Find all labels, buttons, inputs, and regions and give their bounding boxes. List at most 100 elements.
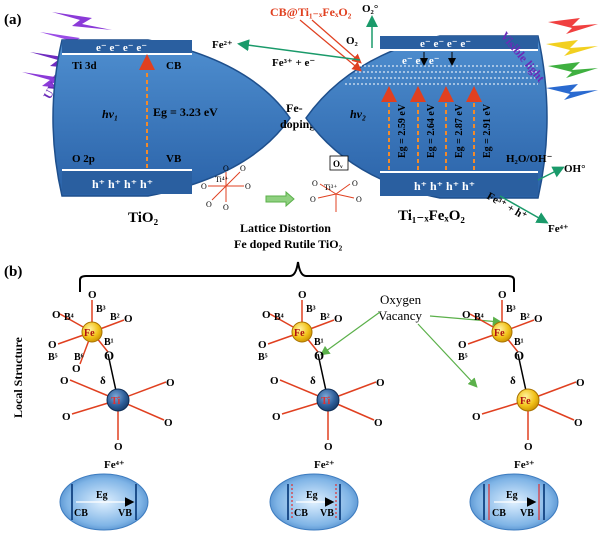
structure-brace bbox=[79, 261, 515, 292]
oxygen-vacancy-label-1: Oxygen bbox=[380, 292, 422, 307]
doped-electrons-mid: e⁻ e⁻ e⁻ bbox=[402, 55, 440, 67]
svg-text:B³: B³ bbox=[96, 304, 106, 315]
cell-fe2: Fe Ti O B³ O B⁴ O B² O B⁵ B¹ O δ O O O O… bbox=[258, 289, 385, 453]
svg-text:B⁶: B⁶ bbox=[74, 352, 84, 363]
tio2-bandgap-label: Eg = 3.23 eV bbox=[153, 105, 218, 119]
svg-text:O: O bbox=[574, 417, 583, 429]
svg-text:Eg: Eg bbox=[306, 490, 318, 501]
svg-text:B¹: B¹ bbox=[514, 337, 524, 348]
svg-text:Fe: Fe bbox=[84, 328, 95, 339]
svg-text:O: O bbox=[223, 164, 229, 173]
vacancy-pointer-1 bbox=[320, 311, 381, 356]
ti3-label: Ti³⁺ bbox=[324, 183, 337, 192]
svg-text:δ: δ bbox=[100, 375, 106, 387]
svg-text:O: O bbox=[458, 339, 467, 351]
svg-text:Ti: Ti bbox=[321, 396, 330, 407]
fe-doped-rutile-label: Fe doped Rutile TiO₂ bbox=[234, 237, 343, 251]
gap-2-label: Eg = 2.64 eV bbox=[426, 103, 437, 158]
svg-text:O: O bbox=[514, 348, 524, 363]
tio2-vb-band bbox=[62, 170, 192, 194]
band-oval-2: Eg CB VB bbox=[269, 473, 359, 531]
svg-text:Fe: Fe bbox=[520, 396, 531, 407]
fe2-label: Fe²⁺ bbox=[212, 39, 233, 51]
tio2-o2p-label: O 2p bbox=[72, 153, 95, 165]
ov-box bbox=[329, 155, 349, 171]
panel-a-label: (a) bbox=[4, 12, 22, 28]
svg-text:O: O bbox=[206, 200, 212, 209]
svg-text:O: O bbox=[498, 289, 507, 301]
doped-hv-label: hν₂ bbox=[350, 107, 366, 121]
oxygen-vacancy-label-2: Vacancy bbox=[378, 308, 423, 323]
cell-1-ion-label: Fe⁴⁺ bbox=[104, 459, 125, 471]
svg-text:O: O bbox=[472, 411, 481, 423]
cb-pointer-2 bbox=[311, 19, 362, 64]
transform-arrow-icon bbox=[265, 190, 295, 208]
svg-text:Ti: Ti bbox=[111, 396, 120, 407]
svg-text:O: O bbox=[88, 289, 97, 301]
ti3-octahedron: Ti³⁺ O O O O bbox=[310, 179, 362, 212]
svg-text:O: O bbox=[166, 377, 175, 389]
ti4-octahedron: Ti⁴⁺ O O O O O O bbox=[201, 164, 251, 212]
panel-b-label: (b) bbox=[4, 264, 22, 280]
svg-text:B⁴: B⁴ bbox=[64, 312, 74, 323]
svg-text:O: O bbox=[245, 182, 251, 191]
svg-text:B²: B² bbox=[320, 312, 330, 323]
svg-text:B⁴: B⁴ bbox=[474, 312, 484, 323]
svg-text:O: O bbox=[576, 377, 585, 389]
svg-text:B⁴: B⁴ bbox=[274, 312, 284, 323]
tio2-holes: h⁺ h⁺ h⁺ h⁺ bbox=[92, 177, 153, 191]
svg-text:Eg: Eg bbox=[96, 490, 108, 501]
svg-text:O: O bbox=[324, 441, 333, 453]
cell-fe3: Fe Fe O B³ O B⁴ O B² O B⁵ B¹ O δ O O O O bbox=[458, 289, 585, 453]
tio2-name: TiO₂ bbox=[128, 210, 159, 226]
svg-text:O: O bbox=[272, 411, 281, 423]
svg-text:O: O bbox=[48, 339, 57, 351]
svg-text:O: O bbox=[524, 441, 533, 453]
cb-doped-label: CB@Ti₁₋ₓFeₓO₂ bbox=[270, 5, 352, 19]
svg-text:O: O bbox=[310, 195, 316, 204]
svg-text:O: O bbox=[376, 377, 385, 389]
svg-text:B⁵: B⁵ bbox=[458, 352, 468, 363]
svg-text:δ: δ bbox=[510, 375, 516, 387]
svg-text:O: O bbox=[334, 313, 343, 325]
svg-text:O: O bbox=[534, 313, 543, 325]
svg-text:O: O bbox=[258, 339, 267, 351]
svg-text:B⁵: B⁵ bbox=[258, 352, 268, 363]
svg-text:B²: B² bbox=[110, 312, 120, 323]
svg-text:B²: B² bbox=[520, 312, 530, 323]
doped-cb-band bbox=[380, 36, 538, 50]
band-oval-3: Eg CB VB bbox=[469, 473, 559, 531]
svg-text:O: O bbox=[72, 363, 81, 375]
svg-text:O: O bbox=[314, 348, 324, 363]
svg-text:B³: B³ bbox=[506, 304, 516, 315]
lattice-distortion-label: Lattice Distortion bbox=[240, 221, 331, 235]
svg-text:O: O bbox=[124, 313, 133, 325]
h2o-oh-label: H₂O/OH⁻ bbox=[506, 153, 553, 165]
svg-text:VB: VB bbox=[320, 508, 334, 519]
svg-text:O: O bbox=[62, 411, 71, 423]
svg-text:O: O bbox=[240, 164, 246, 173]
svg-text:O: O bbox=[114, 441, 123, 453]
svg-text:O: O bbox=[52, 309, 61, 321]
tio2-cb-band bbox=[62, 40, 192, 54]
svg-text:VB: VB bbox=[520, 508, 534, 519]
svg-text:O: O bbox=[104, 348, 114, 363]
svg-text:O: O bbox=[201, 182, 207, 191]
oh-radical-label: OH° bbox=[564, 163, 586, 175]
svg-text:B¹: B¹ bbox=[314, 337, 324, 348]
vacancy-pointer-2 bbox=[429, 315, 503, 327]
gap-4-label: Eg = 2.91 eV bbox=[482, 103, 493, 158]
svg-text:O: O bbox=[298, 289, 307, 301]
ov-label: Oᵥ bbox=[333, 159, 343, 169]
tio2-ti3d-label: Ti 3d bbox=[72, 60, 97, 72]
doped-excitation-arrows bbox=[381, 52, 482, 170]
gap-1-label: Eg = 2.59 eV bbox=[397, 103, 408, 158]
fe-doping-label: Fe- bbox=[286, 101, 303, 115]
tio2-cb-label: CB bbox=[166, 60, 182, 72]
tio2-vb-label: VB bbox=[166, 153, 182, 165]
fe4-label: Fe⁴⁺ bbox=[548, 223, 569, 235]
ti4-label: Ti⁴⁺ bbox=[215, 175, 229, 184]
fe3-e-label: Fe³⁺ + e⁻ bbox=[272, 57, 315, 69]
doped-electrons-top: e⁻ e⁻ e⁻ e⁻ bbox=[420, 38, 471, 50]
